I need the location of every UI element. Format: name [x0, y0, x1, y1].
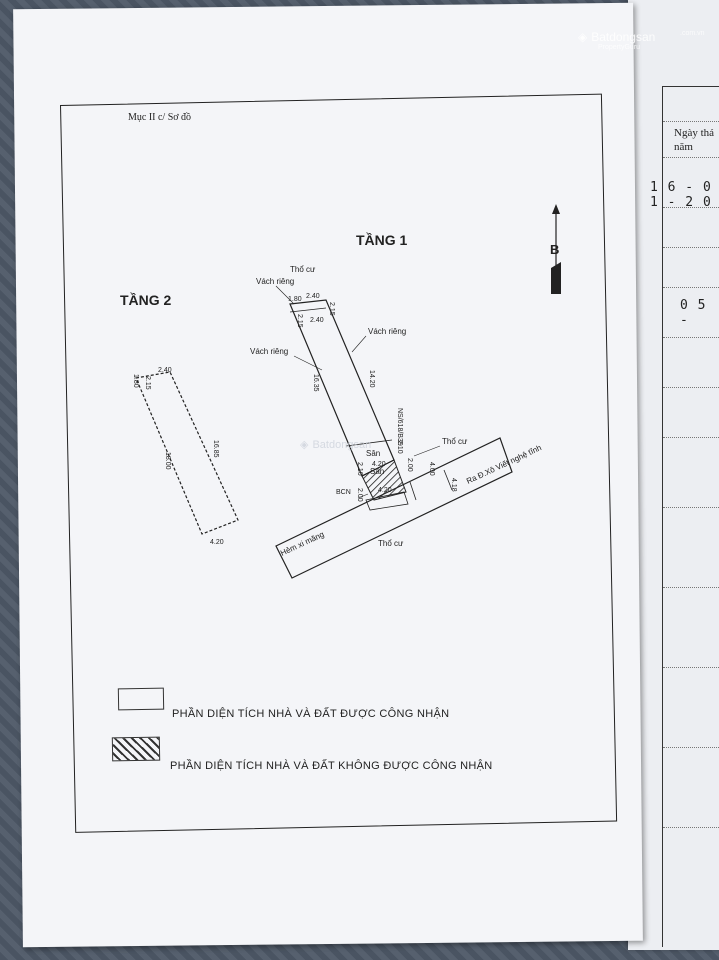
floor-2-title: TẦNG 2 — [120, 292, 172, 308]
neighbor-top-label: Thổ cư — [290, 265, 316, 274]
f2-dim-top-b: 2.40 — [158, 367, 172, 374]
ns-code: NS/618/B39 — [396, 408, 403, 446]
north-label: B — [550, 242, 559, 257]
dim-top-e: 2.40 — [310, 317, 324, 324]
right-date-1: 1 6 - 0 1 - 2 0 — [650, 180, 712, 210]
dim-bottom-d: 2.10 — [356, 462, 363, 476]
legend-not-recognized-swatch — [111, 736, 161, 762]
floor-1-plan — [275, 285, 441, 511]
wall-right-label: Vách riêng — [368, 327, 406, 336]
section-label: Mục II c/ Sơ đồ — [128, 112, 192, 123]
wall-left-top-label: Vách riêng — [256, 277, 294, 286]
f2-dim-long-right: 16.85 — [212, 440, 219, 458]
legend-recognized-swatch — [117, 687, 165, 711]
legend-recognized-text: PHẦN DIỆN TÍCH NHÀ VÀ ĐẤT ĐƯỢC CÔNG NHẬN — [172, 708, 450, 720]
batdongsan-logo-icon: ◈ — [300, 439, 309, 451]
road-strip — [275, 437, 513, 579]
right-date-2: 0 5 - — [680, 298, 707, 328]
dim-top-c: 2.15 — [328, 302, 335, 316]
dim-long-left: 16.35 — [312, 374, 319, 392]
watermark-sub: PropertyGuru — [598, 44, 641, 51]
legend-not-recognized-text: PHẦN DIỆN TÍCH NHÀ VÀ ĐẤT KHÔNG ĐƯỢC CÔN… — [170, 760, 493, 772]
watermark-center: ◈ Batdongsan — [300, 438, 372, 452]
dim-front-a: 4.00 — [428, 462, 435, 476]
san-label-b: Sân — [370, 467, 384, 476]
neighbor-bottom-label: Thổ cư — [378, 539, 404, 548]
right-table-header: Ngày thá năm — [674, 127, 715, 153]
san-label-a: Sân — [366, 449, 380, 458]
dim-bottom-c: 2.00 — [356, 488, 363, 502]
right-page — [628, 0, 719, 950]
dim-small-a: 4.20 — [378, 487, 392, 494]
f2-dim-bottom: 4.20 — [210, 539, 224, 546]
dim-top-b: 2.40 — [306, 293, 320, 300]
f2-dim-top-c: 2.15 — [144, 376, 151, 390]
watermark-domain: .com.vn — [680, 30, 705, 37]
north-arrow-icon: B — [550, 204, 561, 294]
neighbor-right-label: Thổ cư — [442, 437, 468, 446]
floor-2-plan — [135, 371, 239, 535]
f2-dim-top-a: 1.80 — [132, 374, 139, 388]
batdongsan-logo-icon: ◈ — [578, 30, 588, 44]
dim-bottom-e: 2.00 — [406, 458, 413, 472]
dim-bottom-a: 2.10 — [396, 440, 403, 454]
f2-dim-long-left: 18.00 — [164, 452, 171, 470]
watermark-brand: Batdongsan — [591, 30, 656, 44]
floor-1-title: TẦNG 1 — [356, 232, 408, 248]
wall-left-label: Vách riêng — [250, 347, 288, 356]
dim-top-a: 1.80 — [288, 296, 302, 303]
dim-bottom-b: 4.20 — [372, 461, 386, 468]
dim-top-d: 2.15 — [296, 314, 303, 328]
dim-front-b: 4.18 — [450, 478, 457, 492]
bcn-label: BCN — [336, 489, 351, 496]
right-page-table — [662, 86, 719, 947]
watermark-center-brand: Batdongsan — [312, 438, 372, 451]
watermark-top: ◈ Batdongsan — [578, 30, 655, 44]
dim-long-right: 14.20 — [368, 370, 375, 388]
